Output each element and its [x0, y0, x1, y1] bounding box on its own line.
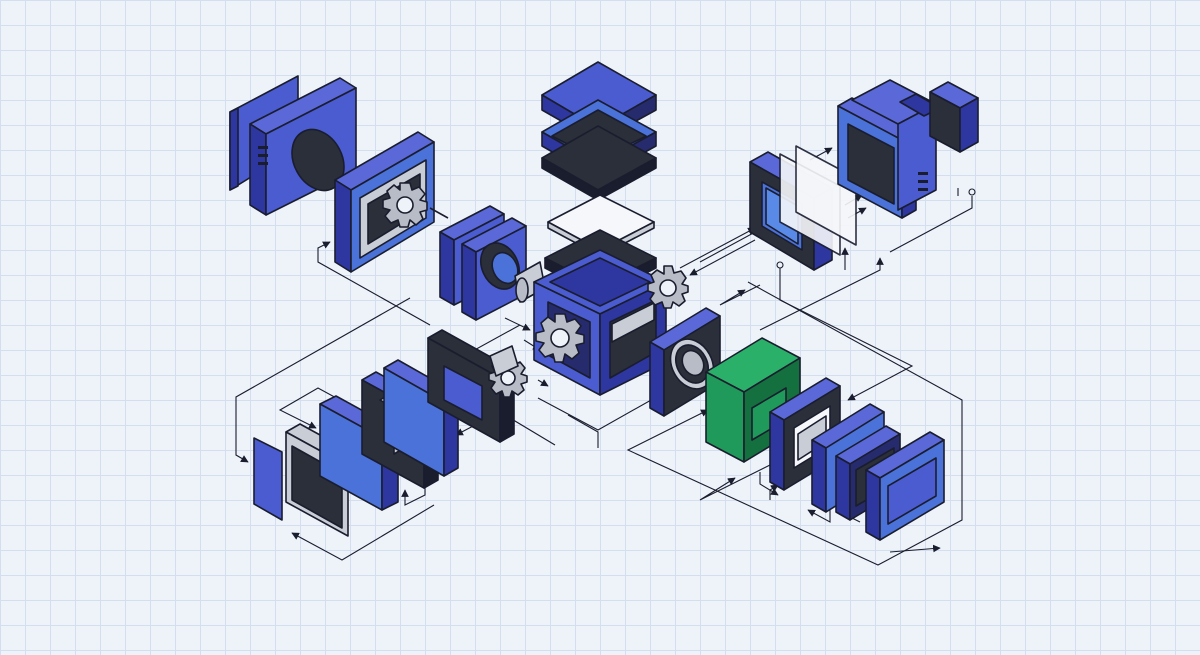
connector-arrow-icon — [504, 317, 531, 331]
connector-arrow-icon — [699, 454, 791, 501]
layer-plate-3 — [541, 125, 657, 201]
lens-panel-stack — [439, 205, 527, 321]
gear-icon — [382, 182, 428, 228]
connector-arrow-icon — [807, 509, 831, 523]
gear-icon — [647, 265, 689, 309]
connector-arrow-icon — [689, 239, 756, 276]
connector-arrow-icon — [759, 472, 779, 496]
connector-arrow-icon — [537, 379, 549, 387]
camera-lens-icon — [649, 307, 721, 417]
connector-arrow-icon — [779, 268, 914, 401]
connector-arrow-icon — [679, 227, 756, 269]
small-block — [929, 81, 979, 153]
monitor-window-icon — [865, 431, 945, 541]
connector-arrow-icon — [291, 504, 435, 561]
connector-arrow-icon — [317, 241, 431, 326]
connector-arrow-icon — [889, 544, 941, 553]
connector-arrow-icon — [719, 284, 761, 306]
window-panel-a — [253, 437, 283, 521]
connector-arrow-icon — [759, 257, 884, 331]
gear-icon — [535, 313, 585, 363]
connector-arrow-icon — [626, 281, 963, 566]
server-tower-icon — [249, 77, 357, 216]
connector-arrow-icon — [235, 297, 411, 463]
shaft-coupler — [489, 345, 519, 377]
